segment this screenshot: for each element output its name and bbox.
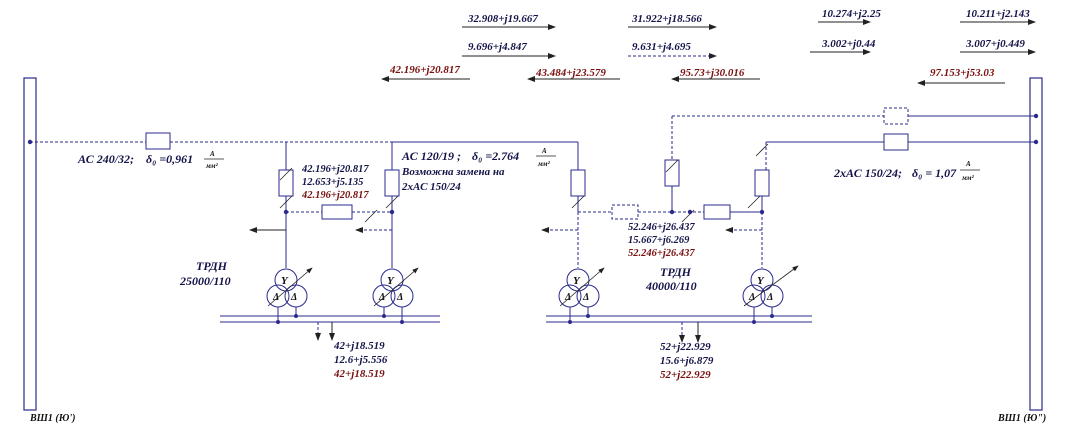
sub2-t1-delta-1: Δ <box>564 292 571 303</box>
line-mid-unit-den: мм² <box>537 160 551 168</box>
sub2-transformer-type: ТРДН <box>660 265 692 279</box>
left-bus-label: ВШ1 (Ю') <box>29 413 75 424</box>
flow-label-2: 31.922+j18.566 <box>631 13 702 25</box>
line-right-impedance-1 <box>883 107 909 125</box>
sub2-sectional-impedance-1 <box>611 204 639 220</box>
flow-label-r1: 42.196+j20.817 <box>389 64 460 76</box>
sub2-transformer-rating: 40000/110 <box>645 279 697 293</box>
sub2-load-a: 52+j22.929 <box>660 341 711 353</box>
substation-1 <box>249 167 400 268</box>
flow-label-1: 32.908+j19.667 <box>467 13 538 25</box>
flow-label-6: 9.631+j4.695 <box>632 41 691 53</box>
sub2-transformer-a: Y Δ Δ <box>558 267 605 308</box>
sub1-transformer-type: ТРДН <box>196 259 228 273</box>
line-right-unit-num: А <box>965 160 971 168</box>
sub1-t2-star: Y <box>387 275 395 287</box>
flow-label-3: 10.274+j2.25 <box>822 8 881 20</box>
sub1-transformer-b: Y Δ Δ <box>372 267 419 308</box>
sub1-t1-delta-1: Δ <box>272 292 279 303</box>
sub1-load-b: 12.6+j5.556 <box>334 354 388 366</box>
sub1-t1-star: Y <box>281 275 289 287</box>
sub2-t1-star: Y <box>573 275 581 287</box>
sub1-flow-a: 42.196+j20.817 <box>301 164 369 175</box>
sub1-load-c: 42+j18.519 <box>333 368 385 380</box>
sub1-lv-buses <box>220 307 440 341</box>
line-mid <box>392 141 579 170</box>
sub1-flow-b: 12.653+j5.135 <box>302 177 363 188</box>
flow-label-r3: 95.73+j30.016 <box>680 67 745 79</box>
line-right-impedance-2 <box>883 133 909 151</box>
sub1-load-a: 42+j18.519 <box>333 340 385 352</box>
sub2-t2-delta-2: Δ <box>766 292 773 303</box>
sub2-flow-c: 52.246+j26.437 <box>628 248 695 259</box>
line-left <box>30 132 393 170</box>
flow-label-r2: 43.484+j23.579 <box>535 67 606 79</box>
line-left-unit-den: мм² <box>205 162 219 170</box>
flow-label-7: 3.002+j0.44 <box>821 38 876 50</box>
sub2-lv-buses <box>546 307 812 343</box>
sub1-transformer-rating: 25000/110 <box>179 274 231 288</box>
sub1-line-impedance-right <box>384 169 400 197</box>
line-left-name: АС 240/32; <box>77 152 134 166</box>
sub2-line-impedance-right <box>754 169 770 197</box>
sub2-transformer-b: Y Δ Δ <box>742 265 799 308</box>
sub2-line-impedance-mid <box>664 159 680 187</box>
line-right-name: 2хАС 150/24; <box>833 166 902 180</box>
line-left-unit-num: А <box>209 150 215 158</box>
sub2-sectional-impedance-2 <box>703 204 731 220</box>
line-left-impedance <box>145 132 171 150</box>
sub1-t2-delta-2: Δ <box>396 292 403 303</box>
sub2-t1-delta-2: Δ <box>582 292 589 303</box>
sub2-t2-delta-1: Δ <box>748 292 755 303</box>
line-mid-delta: δ₀ =2.764 <box>472 149 519 163</box>
line-left-delta: δ₀ =0,961 <box>146 152 193 166</box>
sub2-line-impedance-left <box>570 169 586 197</box>
line-mid-unit-num: А <box>541 147 547 155</box>
sub1-sectional-impedance <box>321 204 353 220</box>
line-right-unit-den: мм² <box>961 174 975 182</box>
substation-2 <box>541 143 770 268</box>
left-supply-bus <box>23 77 37 411</box>
sub1-transformer-a: Y Δ Δ <box>266 267 313 308</box>
line-right <box>671 107 1036 170</box>
line-mid-name: АС 120/19 ; <box>401 149 461 163</box>
sub1-t1-delta-2: Δ <box>290 292 297 303</box>
flow-label-8: 3.007+j0.449 <box>965 38 1025 50</box>
top-flow-labels: 32.908+j19.667 31.922+j18.566 10.274+j2.… <box>389 8 1030 79</box>
line-mid-note-1: Возможна замена на <box>401 166 505 178</box>
flow-label-5: 9.696+j4.847 <box>468 41 527 53</box>
top-flow-arrows <box>381 19 1036 86</box>
sub2-t2-star: Y <box>757 275 765 287</box>
line-mid-note-2: 2хАС 150/24 <box>401 181 461 193</box>
sub2-load-c: 52+j22.929 <box>660 369 711 381</box>
flow-label-r4: 97.153+j53.03 <box>930 67 995 79</box>
right-bus-label: ВШ1 (Ю") <box>997 413 1046 424</box>
right-supply-bus <box>1029 77 1043 411</box>
sub1-t2-delta-1: Δ <box>378 292 385 303</box>
line-right-delta: δ₀ = 1,07 <box>912 166 957 180</box>
flow-label-4: 10.211+j2.143 <box>966 8 1030 20</box>
sub2-load-b: 15.6+j6.879 <box>660 355 714 367</box>
sub1-flow-c: 42.196+j20.817 <box>301 190 369 201</box>
sub2-flow-b: 15.667+j6.269 <box>628 235 690 246</box>
sub2-flow-a: 52.246+j26.437 <box>628 222 695 233</box>
